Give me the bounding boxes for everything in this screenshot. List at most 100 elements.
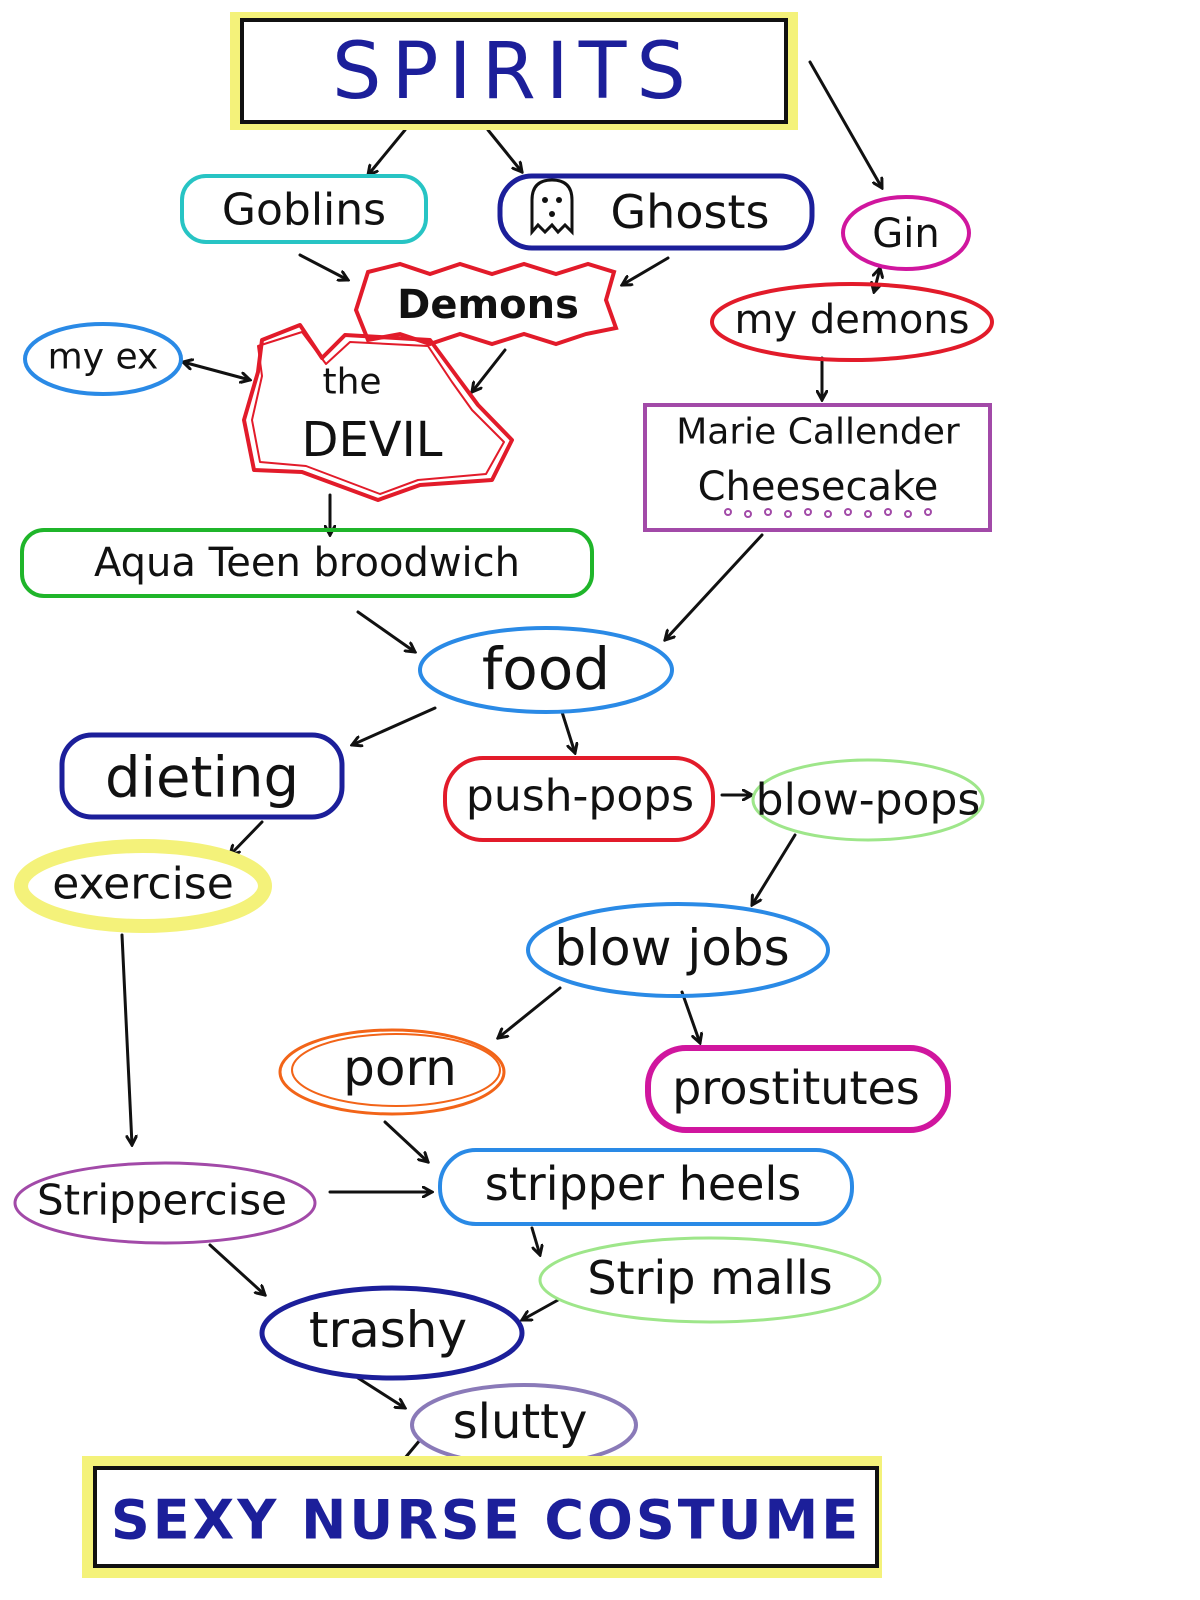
node-blowjobs: blow jobs bbox=[526, 902, 830, 998]
blowjobs-label: blow jobs bbox=[554, 919, 789, 977]
food-box bbox=[418, 626, 674, 714]
devil-box bbox=[242, 323, 514, 502]
edge-demons-devil bbox=[472, 348, 507, 392]
edge-myex-devil bbox=[183, 362, 250, 380]
sexy-nurse-label: SEXY NURSE COSTUME bbox=[111, 1489, 861, 1552]
devil-box-sketch bbox=[251, 331, 505, 495]
node-sexy-nurse-costume: SEXY NURSE COSTUME bbox=[82, 1456, 882, 1578]
demons-label: Demons bbox=[397, 282, 579, 328]
edge-blowjobs-prostitutes bbox=[680, 990, 700, 1043]
edge-food-dieting bbox=[352, 706, 437, 745]
node-dieting: dieting bbox=[59, 732, 345, 820]
node-spirits: SPIRITS bbox=[230, 12, 798, 130]
node-gin: Gin bbox=[841, 195, 971, 271]
spirits-label: SPIRITS bbox=[332, 27, 696, 117]
dieting-label: dieting bbox=[105, 746, 299, 811]
devil-label: DEVIL bbox=[301, 412, 442, 468]
gin-box bbox=[841, 195, 971, 271]
node-trashy: trashy bbox=[259, 1285, 525, 1381]
node-strippercise: Strippercise bbox=[13, 1161, 317, 1245]
stripper-heels-label: stripper heels bbox=[485, 1157, 801, 1211]
edge-spirits-ghosts bbox=[486, 128, 522, 172]
node-demons: Demons bbox=[353, 261, 619, 347]
edge-blowpops-blowjobs bbox=[752, 833, 797, 905]
edge-trashy-slutty bbox=[356, 1376, 405, 1408]
exercise-highlight bbox=[14, 839, 272, 933]
porn-box bbox=[278, 1028, 506, 1116]
aqua-teen-box bbox=[20, 528, 594, 598]
ghosts-label: Ghosts bbox=[611, 185, 770, 239]
node-goblins: Goblins bbox=[180, 174, 428, 244]
edge-food-pushpops bbox=[560, 710, 575, 753]
node-my-demons: my demons bbox=[710, 282, 994, 362]
blow-pops-label: blow-pops bbox=[756, 775, 981, 826]
my-ex-box bbox=[23, 322, 183, 396]
strip-malls-label: Strip malls bbox=[587, 1251, 832, 1305]
prostitutes-label: prostitutes bbox=[672, 1061, 920, 1115]
node-push-pops: push-pops bbox=[443, 756, 715, 842]
node-porn: porn bbox=[278, 1028, 506, 1116]
marie-box bbox=[643, 403, 992, 532]
strippercise-box bbox=[13, 1161, 317, 1245]
aqua-teen-label: Aqua Teen broodwich bbox=[94, 540, 520, 586]
node-blow-pops: blow-pops bbox=[751, 758, 985, 842]
prostitutes-box bbox=[645, 1045, 951, 1133]
node-exercise: exercise bbox=[14, 839, 272, 933]
strippercise-label: Strippercise bbox=[37, 1176, 287, 1225]
marie-label-line2: Cheesecake bbox=[698, 464, 939, 510]
node-food: food bbox=[418, 626, 674, 714]
edge-goblins-demons bbox=[298, 253, 348, 280]
trashy-label: trashy bbox=[309, 1301, 467, 1359]
node-stripper-heels: stripper heels bbox=[438, 1148, 854, 1226]
strip-malls-box bbox=[538, 1236, 882, 1324]
my-ex-label: my ex bbox=[48, 337, 159, 378]
food-label: food bbox=[482, 635, 610, 703]
edge-ghosts-demons bbox=[622, 256, 670, 285]
dieting-box bbox=[59, 732, 345, 820]
slutty-label: slutty bbox=[453, 1394, 588, 1450]
marie-dots bbox=[724, 508, 932, 518]
ghost-icon bbox=[530, 178, 574, 237]
node-ghosts: Ghosts bbox=[497, 173, 815, 251]
edge-aquateen-food bbox=[356, 610, 415, 652]
node-marie-callender: Marie Callender Cheesecake bbox=[643, 403, 992, 532]
edge-strippercise-trashy bbox=[208, 1243, 265, 1295]
edge-spirits-gin bbox=[808, 60, 882, 188]
push-pops-box bbox=[443, 756, 715, 842]
spirits-box bbox=[240, 18, 788, 124]
edge-stripmalls-trashy bbox=[522, 1298, 560, 1322]
ghosts-box bbox=[497, 173, 815, 251]
marie-label-line1: Marie Callender bbox=[676, 412, 960, 453]
goblins-label: Goblins bbox=[222, 185, 386, 236]
my-demons-box bbox=[710, 282, 994, 362]
node-devil: the DEVIL bbox=[242, 323, 514, 502]
my-demons-label: my demons bbox=[735, 297, 970, 343]
edges bbox=[120, 60, 882, 1470]
stripper-heels-box bbox=[438, 1148, 854, 1226]
sexy-nurse-box bbox=[93, 1466, 879, 1568]
exercise-label: exercise bbox=[52, 859, 234, 910]
devil-the-label: the bbox=[322, 362, 381, 403]
goblins-box bbox=[180, 174, 428, 244]
push-pops-label: push-pops bbox=[466, 771, 694, 822]
node-strip-malls: Strip malls bbox=[538, 1236, 882, 1324]
blow-pops-box bbox=[751, 758, 985, 842]
edge-dieting-exercise bbox=[230, 820, 264, 855]
porn-label: porn bbox=[343, 1039, 457, 1097]
edge-blowjobs-porn bbox=[498, 986, 562, 1038]
trashy-box bbox=[259, 1285, 525, 1381]
edge-marie-food bbox=[665, 533, 764, 640]
edge-exercise-strippercise bbox=[120, 933, 132, 1145]
edge-spirits-goblins bbox=[368, 128, 407, 175]
edge-gin-mydemons bbox=[874, 268, 880, 292]
blowjobs-box bbox=[526, 902, 830, 998]
porn-box-sketch bbox=[291, 1033, 501, 1107]
node-slutty: slutty bbox=[410, 1383, 638, 1467]
node-my-ex: my ex bbox=[23, 322, 183, 396]
edge-stripperheels-stripmalls bbox=[530, 1226, 540, 1255]
node-prostitutes: prostitutes bbox=[645, 1045, 951, 1133]
gin-label: Gin bbox=[872, 211, 939, 257]
node-aqua-teen: Aqua Teen broodwich bbox=[20, 528, 594, 598]
edge-porn-stripperheels bbox=[383, 1120, 428, 1162]
